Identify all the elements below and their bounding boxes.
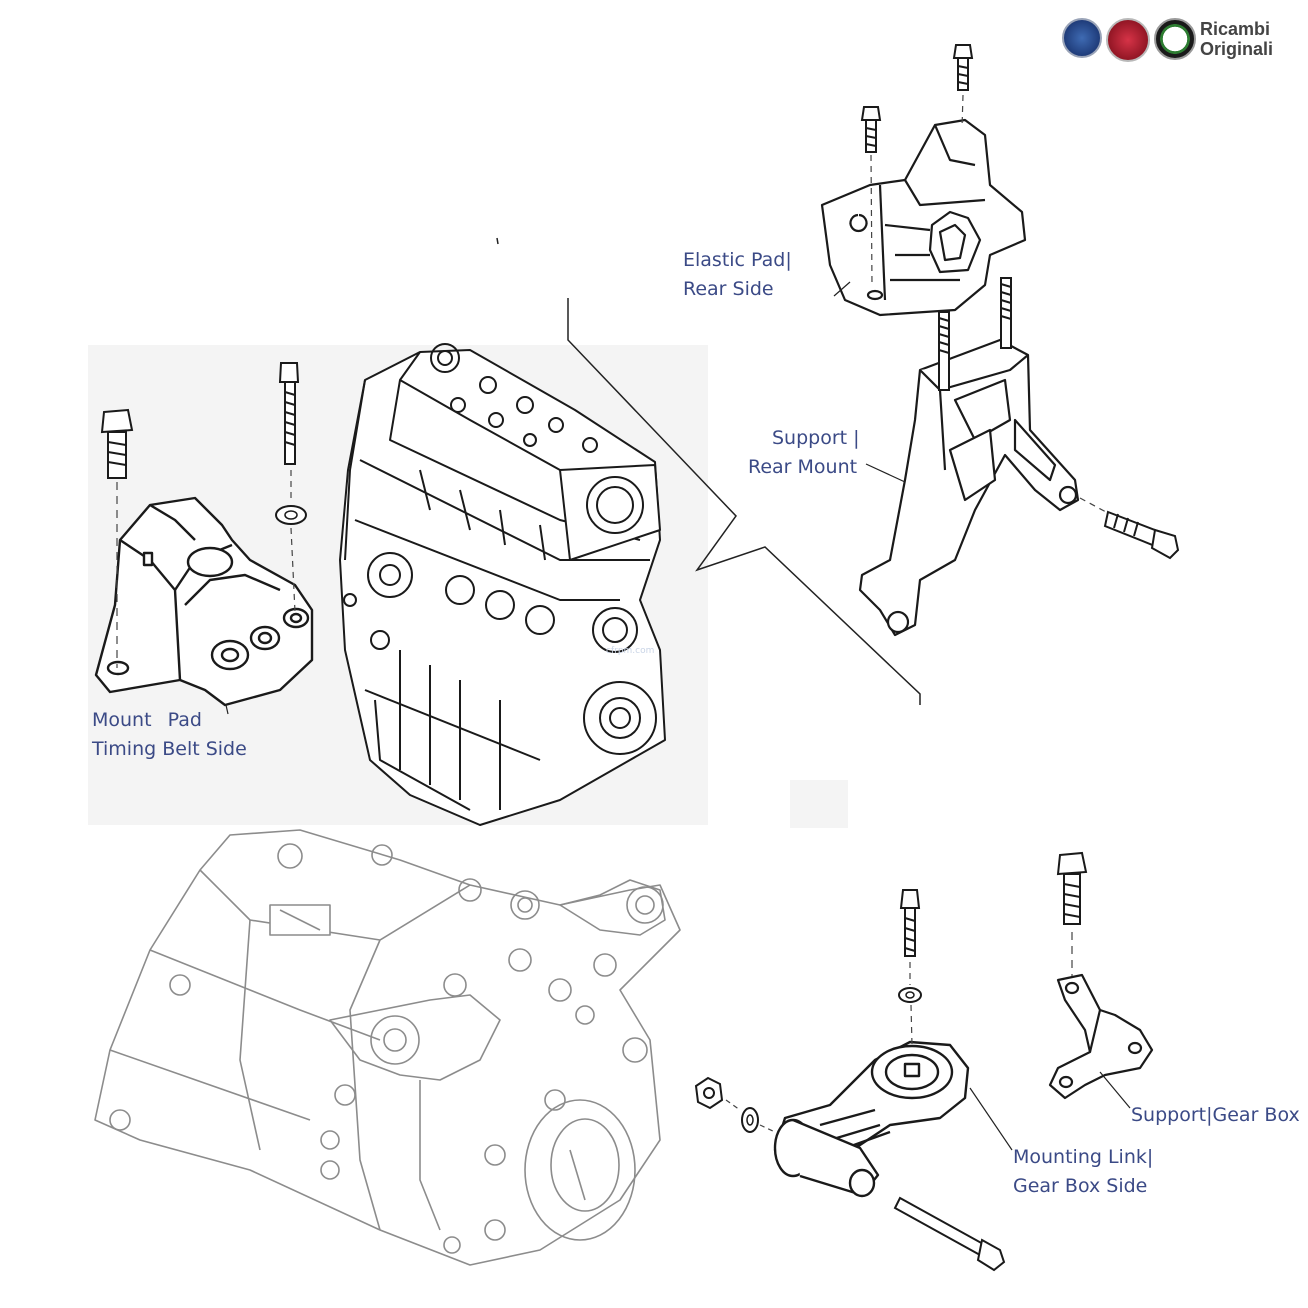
elastic-pad-rear [820, 118, 1027, 317]
engine-block [339, 343, 666, 826]
bolt-mount-pad-left [100, 408, 134, 479]
label-mount-pad-line1: Mount Pad [92, 706, 247, 735]
stud-rear-mount-left [938, 311, 950, 391]
label-mount-pad-word2: Pad [167, 709, 202, 731]
support-gearbox [1048, 973, 1154, 1100]
bolt-rear-pad-left [860, 106, 882, 153]
bolt-rear-pad-top [952, 44, 974, 91]
label-support-rear-line1: Support | [772, 427, 860, 449]
mount-pad-timing-belt [94, 496, 314, 707]
logo-text: Ricambi Originali [1200, 19, 1273, 59]
bolt-rear-mount-side [1103, 510, 1180, 560]
washer-mount-pad [275, 505, 307, 525]
bolt-support-gearbox [1056, 851, 1088, 925]
washer-mounting-link [898, 987, 922, 1003]
support-rear-mount [858, 338, 1080, 637]
label-elastic-pad-line2: Rear Side [683, 278, 774, 300]
label-mounting-link-line2: Gear Box Side [1013, 1175, 1148, 1197]
bolt-mount-pad-right [278, 362, 300, 465]
label-elastic-pad: Elastic Pad| Rear Side [683, 246, 792, 304]
label-mount-pad-word1: Mount [92, 709, 152, 731]
label-mounting-link: Mounting Link| Gear Box Side [1013, 1143, 1153, 1201]
mounting-link-gearbox [773, 1040, 970, 1198]
washer-link-side [741, 1107, 759, 1133]
pointer-zigzag [567, 298, 921, 705]
watermark-text: cfrpm.com [606, 646, 655, 656]
label-support-rear: Support | Rear Mount [748, 424, 860, 482]
label-elastic-pad-line1: Elastic Pad| [683, 249, 792, 271]
logo-text-line1: Ricambi [1200, 19, 1271, 39]
stud-rear-mount-right [1000, 277, 1012, 349]
lancia-badge-icon [1062, 18, 1102, 58]
engine-panel-right [790, 780, 848, 828]
label-support-gearbox-line1: Support|Gear Box [1131, 1104, 1300, 1126]
gearbox-housing [94, 829, 681, 1266]
bolt-mounting-link-top [899, 889, 921, 957]
label-support-gearbox: Support|Gear Box [1131, 1101, 1300, 1130]
logo-text-line2: Originali [1200, 39, 1274, 59]
alfa-romeo-badge-icon [1154, 18, 1196, 60]
nut-mounting-link [694, 1076, 724, 1110]
label-mount-pad: Mount Pad Timing Belt Side [92, 706, 247, 764]
bolt-mounting-link-long [893, 1196, 1006, 1272]
label-mounting-link-line1: Mounting Link| [1013, 1146, 1154, 1168]
label-support-rear-line2: Rear Mount [748, 456, 858, 478]
fiat-badge-icon [1106, 18, 1150, 62]
label-mount-pad-line2: Timing Belt Side [92, 738, 247, 760]
